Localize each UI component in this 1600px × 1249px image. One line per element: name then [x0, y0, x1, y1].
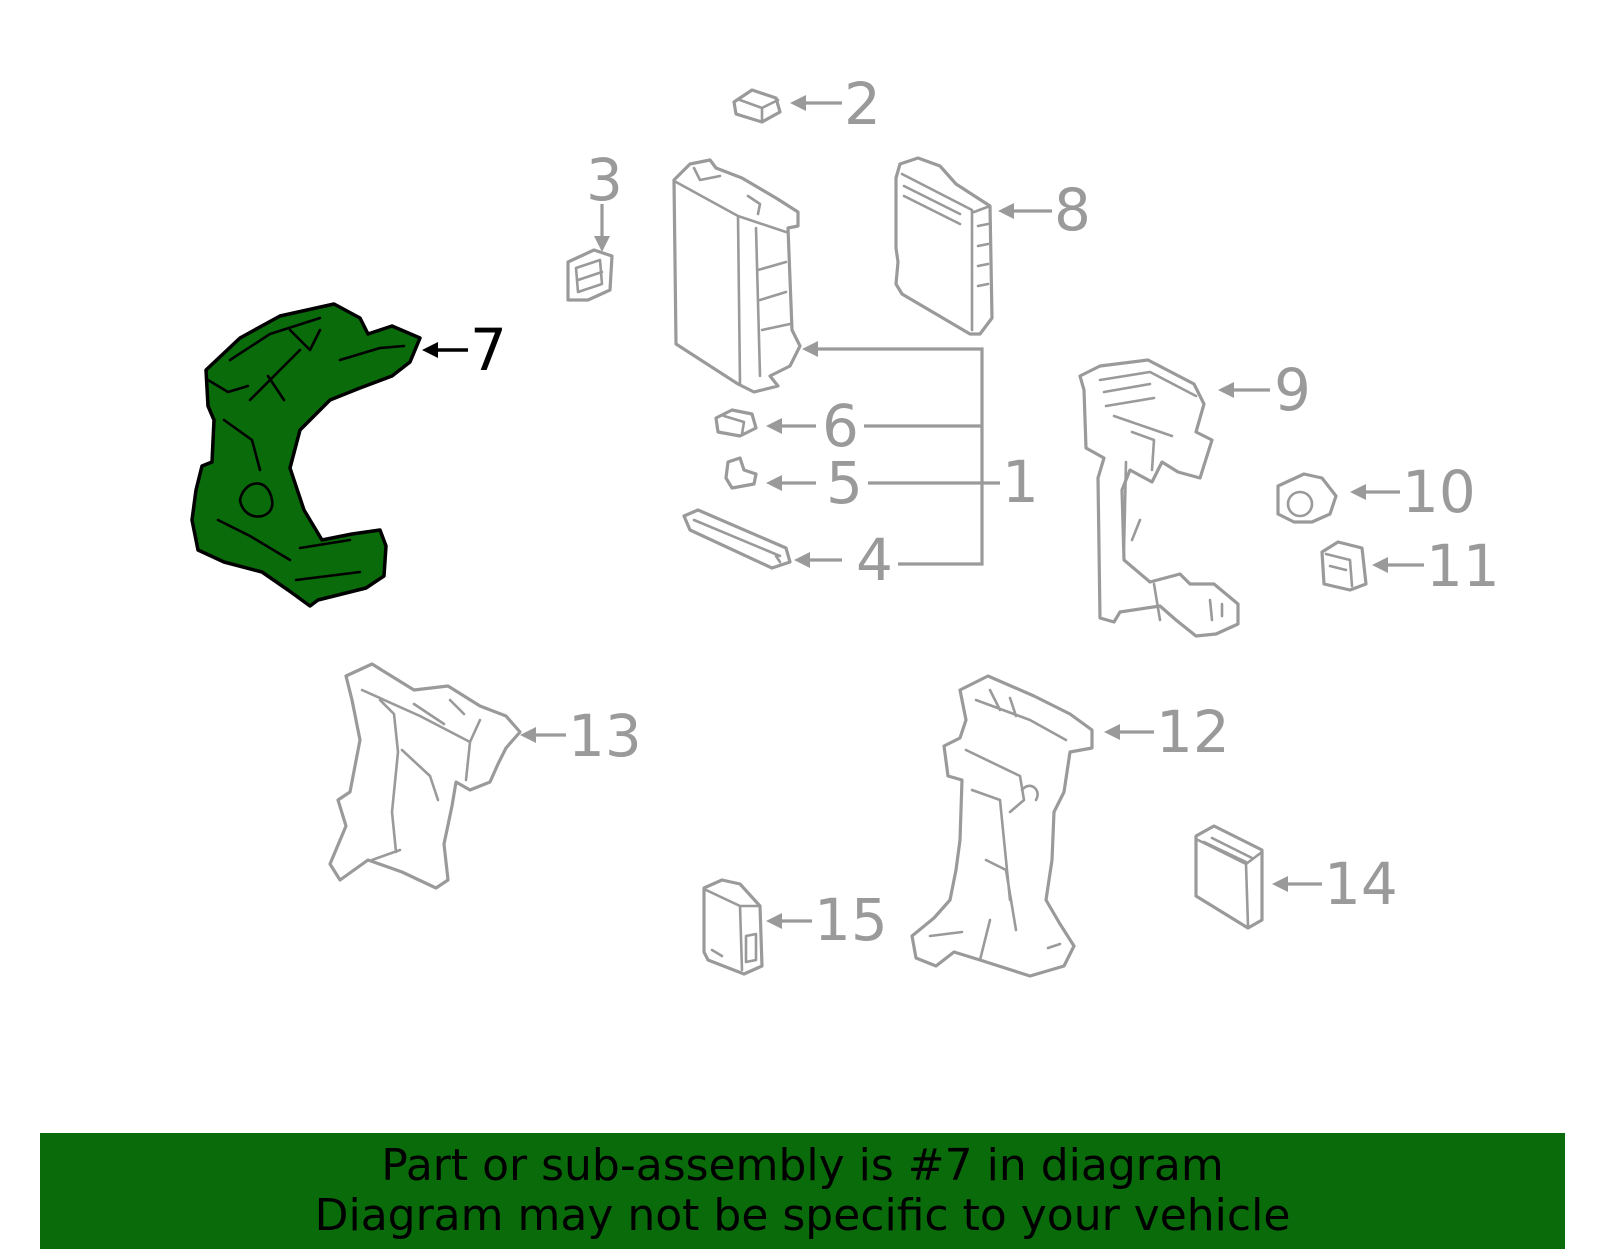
leader-2: [790, 95, 842, 111]
part-3-clip[interactable]: [566, 248, 614, 302]
leader-14: [1272, 876, 1322, 892]
leader-15: [766, 913, 812, 929]
callout-2: 2: [844, 70, 881, 138]
leader-3: [594, 204, 610, 252]
part-2-connector[interactable]: [732, 88, 782, 124]
leader-bracket-1: [802, 341, 1000, 566]
leader-8: [998, 203, 1052, 219]
leader-4: [794, 552, 842, 568]
callout-11: 11: [1426, 532, 1500, 600]
callout-12: 12: [1156, 698, 1230, 766]
callout-13: 13: [568, 702, 642, 770]
callout-9: 9: [1274, 356, 1311, 424]
callout-4: 4: [856, 526, 893, 594]
banner-line-2: Diagram may not be specific to your vehi…: [314, 1190, 1291, 1241]
part-5-clip[interactable]: [724, 456, 758, 490]
callout-8: 8: [1054, 176, 1091, 244]
leader-13: [520, 727, 566, 743]
leader-9: [1218, 382, 1270, 398]
callout-15: 15: [814, 886, 888, 954]
part-1-control-module[interactable]: [672, 158, 802, 394]
info-banner: Part or sub-assembly is #7 in diagram Di…: [40, 1133, 1565, 1249]
part-14-module[interactable]: [1194, 824, 1264, 930]
leader-7: [422, 342, 468, 358]
part-15-module[interactable]: [702, 878, 764, 976]
callout-14: 14: [1324, 850, 1398, 918]
callout-3: 3: [586, 146, 623, 214]
part-10-grommet[interactable]: [1276, 472, 1338, 524]
callout-6: 6: [822, 392, 859, 460]
part-7-bracket[interactable]: [190, 302, 422, 608]
leader-5: [766, 475, 816, 491]
callout-10: 10: [1402, 458, 1476, 526]
leader-10: [1350, 484, 1400, 500]
callout-5: 5: [826, 449, 863, 517]
part-11-clip[interactable]: [1320, 540, 1368, 592]
part-13-bracket[interactable]: [328, 662, 522, 890]
leader-6: [766, 418, 816, 434]
part-4-strip[interactable]: [682, 508, 792, 570]
callout-7: 7: [470, 316, 507, 384]
parts-diagram: 1 2 3 4 5 6 7 8 9 10 11 12 13 14 15: [190, 70, 1500, 978]
leader-12: [1104, 724, 1154, 740]
banner-line-1: Part or sub-assembly is #7 in diagram: [381, 1140, 1224, 1191]
part-12-bracket[interactable]: [910, 674, 1094, 978]
part-8-module[interactable]: [894, 156, 994, 336]
leader-11: [1372, 557, 1424, 573]
callout-1: 1: [1002, 448, 1039, 516]
part-9-junction-block[interactable]: [1078, 358, 1240, 638]
part-6-relay[interactable]: [714, 408, 758, 438]
